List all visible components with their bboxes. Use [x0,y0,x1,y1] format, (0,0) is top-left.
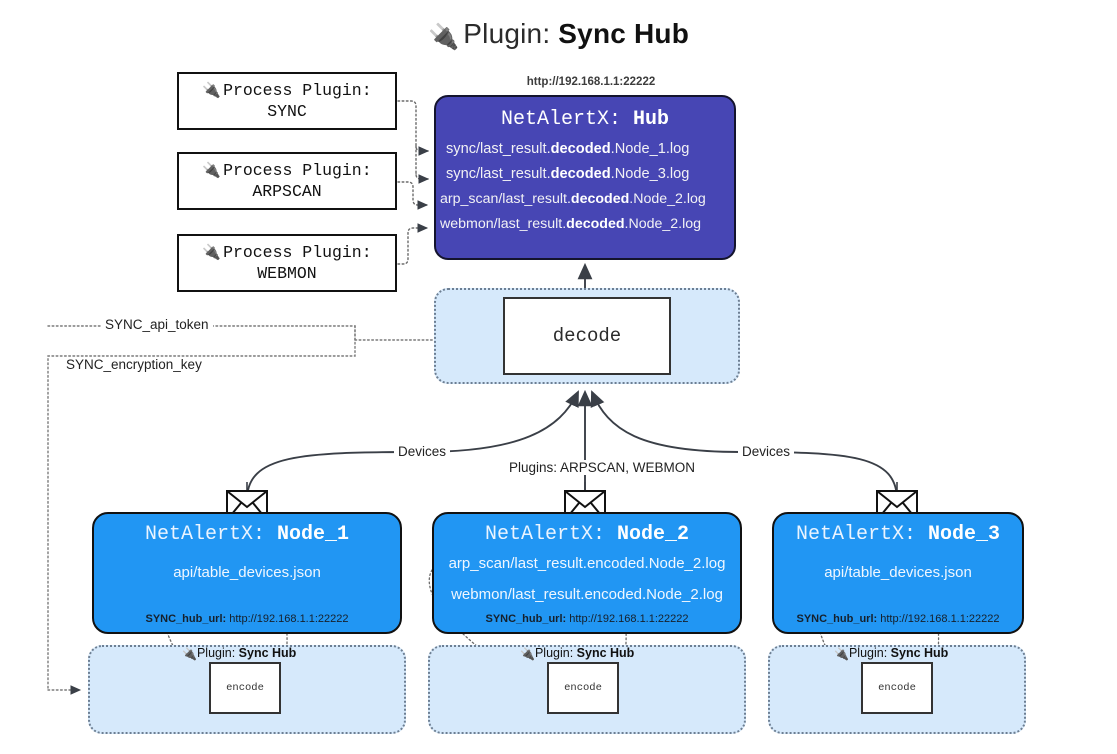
process-plugin-arpscan[interactable]: 🔌Process Plugin: ARPSCAN [177,152,397,210]
encode-box-2[interactable]: encode [547,662,619,714]
encode-label-3: 🔌Plugin: Sync Hub [834,646,949,661]
node-title: NetAlertX: Node_2 [434,514,740,546]
node-title-prefix: NetAlertX: [144,523,265,546]
process-plugin-label: Process Plugin: [223,80,372,100]
hub-log-line: sync/last_result.decoded.Node_1.log [436,137,734,162]
node-footer: SYNC_hub_url: http://192.168.1.1:22222 [434,613,740,625]
node-title-prefix: NetAlertX: [484,523,605,546]
encode-label-2: 🔌Plugin: Sync Hub [520,646,635,661]
encode-label-prefix: Plugin: [196,646,236,660]
log-mid: decoded [550,166,611,183]
process-plugin-name: SYNC [267,102,307,121]
plug-icon: 🔌 [182,647,197,661]
hub-title-prefix: NetAlertX: [500,108,621,131]
node-title-name: Node_3 [928,523,1001,546]
log-mid: decoded [550,141,611,157]
hub-log-line: webmon/last_result.decoded.Node_2.log [436,212,734,236]
plug-icon: 🔌 [834,647,849,661]
node-title-name: Node_1 [277,523,350,546]
process-plugin-sync[interactable]: 🔌Process Plugin: SYNC [177,72,397,130]
process-plugin-label: Process Plugin: [223,160,372,180]
node-footer: SYNC_hub_url: http://192.168.1.1:22222 [94,613,400,625]
hub-title-name: Hub [633,108,670,131]
node-line: api/table_devices.json [173,564,321,581]
plug-icon: 🔌 [202,82,222,100]
log-post: .Node_2.log [624,215,702,232]
hub-title: NetAlertX: Hub [436,108,734,131]
node-card-1[interactable]: NetAlertX: Node_1 api/table_devices.json… [92,512,402,634]
wire-label-devices-right: Devices [738,444,795,459]
process-plugin-label: Process Plugin: [223,242,372,262]
encode-label-prefix: Plugin: [534,646,574,660]
node-footer: SYNC_hub_url: http://192.168.1.1:22222 [774,613,1022,625]
encode-box-3[interactable]: encode [861,662,933,714]
wire-label-devices-left: Devices [394,444,451,459]
encode-label-prefix: Plugin: [848,646,888,660]
log-pre: arp_scan/last_result. [440,191,571,208]
encode-label-1: 🔌Plugin: Sync Hub [182,646,297,661]
hub-url-label: http://192.168.1.1:22222 [526,76,656,88]
process-plugin-name: WEBMON [257,264,317,283]
title-prefix: Plugin: [463,18,551,49]
log-mid: decoded [570,191,630,208]
encode-label-name: Sync Hub [890,646,949,660]
node-footer-value: http://192.168.1.1:22222 [229,613,349,625]
plug-icon: 🔌 [202,244,222,262]
encode-box-1[interactable]: encode [209,662,281,714]
title-name: Sync Hub [558,18,690,49]
node-footer-key: SYNC_hub_url: [796,613,878,625]
wire-label-plugins: Plugins: ARPSCAN, WEBMON [505,460,700,475]
log-post: .Node_2.log [629,191,706,208]
plug-icon: 🔌 [520,647,535,661]
node-title-name: Node_2 [617,523,690,546]
hub-card[interactable]: NetAlertX: Hub sync/last_result.decoded.… [434,95,736,260]
log-mid: decoded [566,215,625,232]
node-title: NetAlertX: Node_3 [774,514,1022,546]
node-line: webmon/last_result.encoded.Node_2.log [451,585,723,603]
node-footer-value: http://192.168.1.1:22222 [880,613,1000,625]
node-card-2[interactable]: NetAlertX: Node_2 arp_scan/last_result.e… [432,512,742,634]
hub-log-line: sync/last_result.decoded.Node_3.log [436,162,734,187]
plug-icon: 🔌 [202,162,222,180]
node-footer-value: http://192.168.1.1:22222 [569,613,689,625]
log-post: .Node_1.log [610,141,690,157]
log-pre: sync/last_result. [446,141,551,157]
node-card-3[interactable]: NetAlertX: Node_3 api/table_devices.json… [772,512,1024,634]
node-line: arp_scan/last_result.encoded.Node_2.log [448,555,726,572]
log-pre: webmon/last_result. [440,215,567,232]
log-post: .Node_3.log [610,166,690,183]
encode-label-name: Sync Hub [238,646,297,660]
node-footer-key: SYNC_hub_url: [145,613,227,625]
wire-label-api-token: SYNC_api_token [101,317,213,332]
hub-log-line: arp_scan/last_result.decoded.Node_2.log [436,187,734,211]
encode-label-name: Sync Hub [576,646,635,660]
decode-box[interactable]: decode [503,297,671,375]
process-plugin-webmon[interactable]: 🔌Process Plugin: WEBMON [177,234,397,292]
log-pre: sync/last_result. [446,166,551,183]
plug-icon: 🔌 [427,23,460,51]
node-title-prefix: NetAlertX: [795,523,916,546]
wire-label-encryption-key: SYNC_encryption_key [62,357,206,372]
process-plugin-name: ARPSCAN [252,182,322,201]
page-title: 🔌Plugin: Sync Hub [0,18,1117,51]
node-line: api/table_devices.json [824,564,972,581]
node-footer-key: SYNC_hub_url: [485,613,567,625]
node-title: NetAlertX: Node_1 [94,514,400,546]
